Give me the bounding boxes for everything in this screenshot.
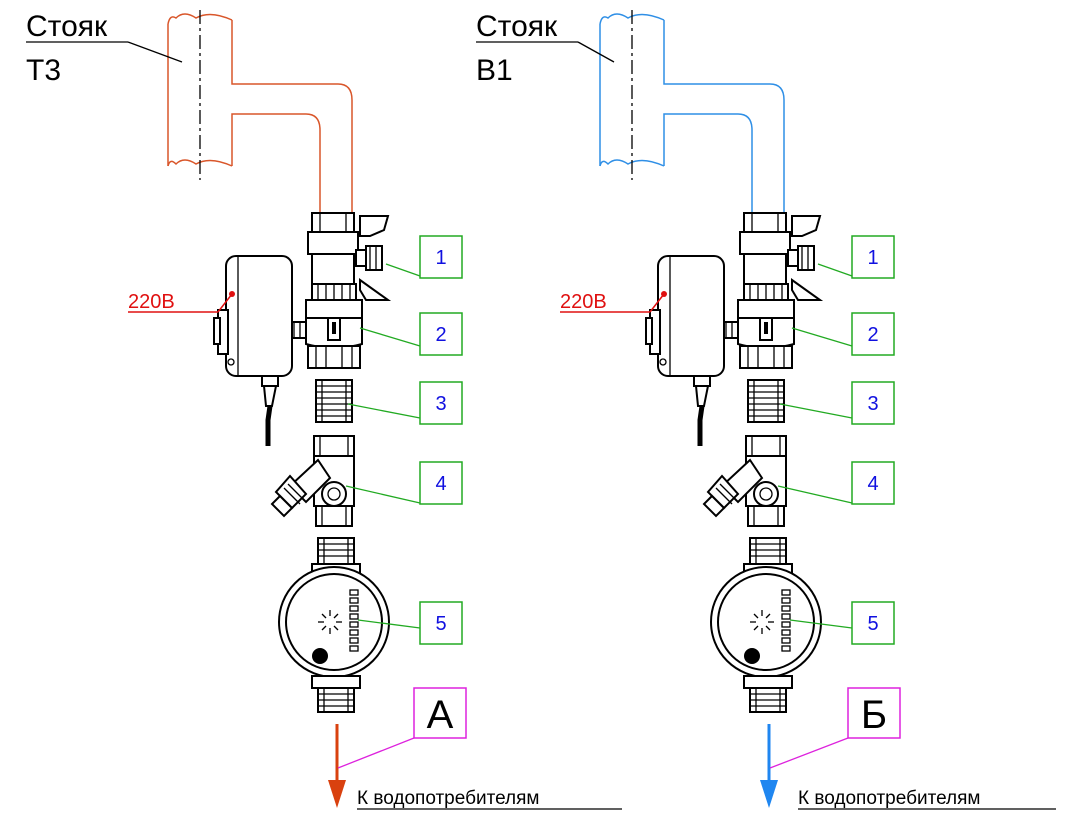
callout-5: 5 xyxy=(435,613,446,635)
callout-4: 4 xyxy=(867,473,878,495)
right-assembly xyxy=(560,10,852,808)
callout-3: 3 xyxy=(435,393,446,415)
left-voltage-label: 220В xyxy=(128,291,175,313)
callout-2: 2 xyxy=(435,324,446,346)
left-callouts: 1 2 3 4 5 xyxy=(419,235,463,645)
callout-4: 4 xyxy=(435,473,446,495)
right-riser-pipe xyxy=(599,13,785,213)
left-assembly xyxy=(128,10,420,808)
right-marker-letter: Б xyxy=(861,693,887,737)
callout-3: 3 xyxy=(867,393,878,415)
left-marker-letter: А xyxy=(427,693,454,737)
right-voltage-label: 220В xyxy=(560,291,607,313)
left-marker-box xyxy=(413,687,467,739)
right-callouts: 1 2 3 4 5 xyxy=(851,235,895,645)
right-riser-label-1: Стояк xyxy=(476,10,558,43)
left-riser-pipe xyxy=(167,13,353,213)
left-destination-label: К водопотребителям xyxy=(357,788,539,809)
callout-1: 1 xyxy=(435,247,446,269)
right-riser-label-2: В1 xyxy=(476,54,513,87)
right-marker-box xyxy=(847,687,901,739)
left-riser-label-2: Т3 xyxy=(26,54,61,87)
right-destination-label: К водопотребителям xyxy=(798,788,980,809)
left-riser-label-1: Стояк xyxy=(26,10,108,43)
callout-2: 2 xyxy=(867,324,878,346)
callout-1: 1 xyxy=(867,247,878,269)
callout-5: 5 xyxy=(867,613,878,635)
